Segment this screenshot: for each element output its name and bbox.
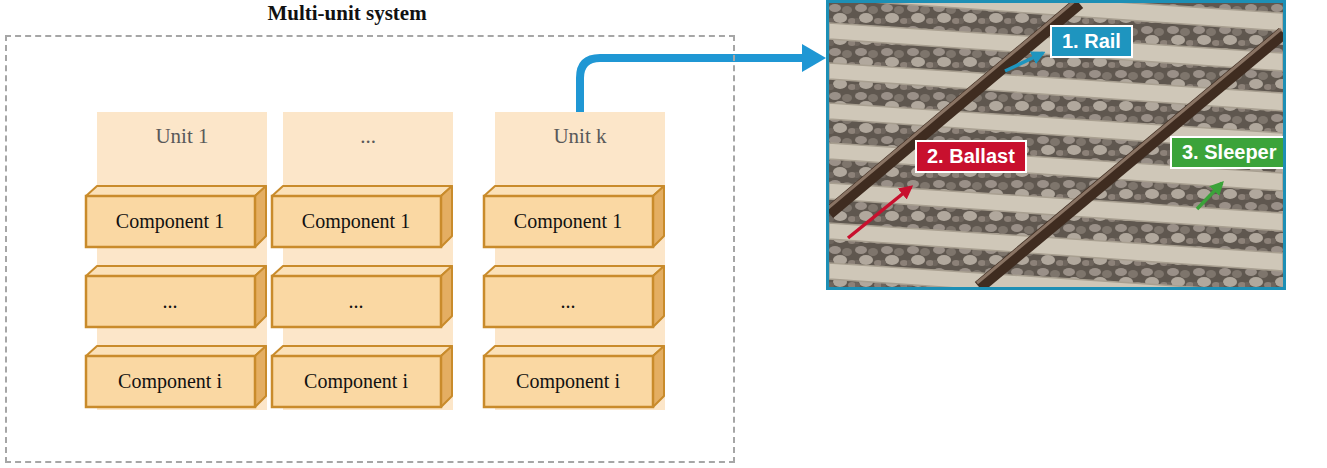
part-tag: 1. Rail [1050,25,1133,58]
part-label: 2. Ballast [927,145,1015,168]
component-block: Component i [483,345,665,408]
unit-label: Unit k [495,112,665,149]
component-block: Component i [271,345,453,408]
system-title: Multi-unit system [7,1,687,26]
unit-box: Unit 1 Component 1... Component i [97,112,267,410]
component-label: Component 1 [116,210,224,233]
component-block: ... [85,265,267,328]
part-label: 1. Rail [1062,30,1121,53]
component-block: ... [483,265,665,328]
component-label-holder: ... [85,265,267,328]
system-boundary: Multi-unit systemUnit 1Component 1...Com… [5,35,735,463]
component-block: Component 1 [271,185,453,248]
unit-label: ... [283,112,453,149]
component-block: ... [271,265,453,328]
component-block: Component i [85,345,267,408]
component-label: ... [163,290,178,313]
component-label: Component i [304,370,408,393]
component-block: Component 1 [483,185,665,248]
component-label: Component 1 [302,210,410,233]
component-label-holder: Component 1 [483,185,665,248]
component-label-holder: Component 1 [85,185,267,248]
component-label-holder: ... [483,265,665,328]
component-label-holder: Component i [483,345,665,408]
component-label: Component i [118,370,222,393]
part-tag: 2. Ballast [915,140,1027,173]
connector-arrow [580,44,826,112]
component-label: Component 1 [514,210,622,233]
component-label: ... [349,290,364,313]
arrow-head [802,44,826,72]
part-label: 3. Sleeper [1182,141,1277,164]
component-label: ... [561,290,576,313]
connector-line [580,58,804,112]
component-label-holder: Component i [271,345,453,408]
component-label-holder: Component 1 [271,185,453,248]
component-block: Component 1 [85,185,267,248]
component-label-holder: Component i [85,345,267,408]
component-label-holder: ... [271,265,453,328]
unit-label: Unit 1 [97,112,267,149]
track-photo: 1. Rail 2. Ballast 3. Sleeper [826,0,1286,290]
part-tag: 3. Sleeper [1170,136,1286,169]
unit-box: Unit k Component 1... Component i [495,112,665,410]
unit-box: ... Component 1... Component i [283,112,453,410]
component-label: Component i [516,370,620,393]
